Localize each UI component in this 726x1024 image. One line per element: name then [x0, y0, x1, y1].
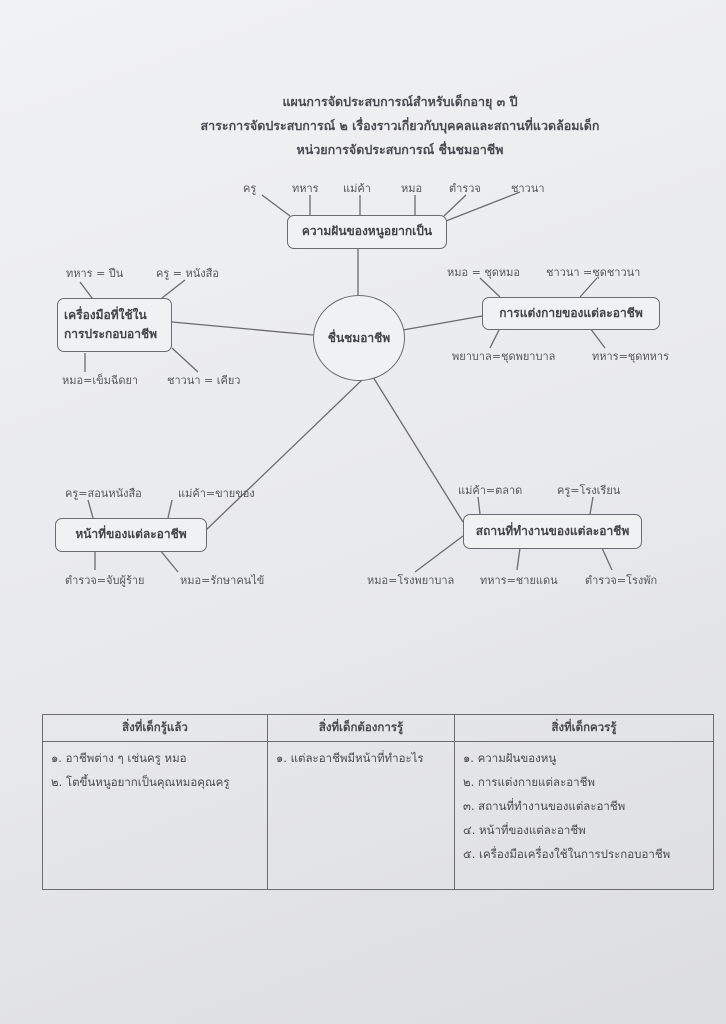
list-item: ๑. อาชีพต่าง ๆ เช่นครู หมอ — [51, 751, 187, 765]
list-item: ๕. เครื่องมือเครื่องใช้ในการประกอบอาชีพ — [463, 847, 671, 861]
left-item: ทหาร = ปืน — [66, 267, 124, 280]
list-item: ๒. การแต่งกายแต่ละอาชีพ — [463, 775, 595, 789]
bottom-right-item: แม่ค้า=ตลาด — [458, 484, 523, 497]
top-item: ทหาร — [292, 182, 319, 195]
branch-duties: หน้าที่ของแต่ละอาชีพ — [55, 518, 207, 552]
top-item: ชาวนา — [511, 182, 545, 195]
known-cell: ๑. อาชีพต่าง ๆ เช่นครู หมอ ๒. โตขึ้นหนูอ… — [42, 741, 268, 890]
header-should-know: สิ่งที่เด็กควรรู้ — [454, 714, 714, 742]
left-item: หมอ=เข็มฉีดยา — [62, 374, 139, 387]
header-want-to-know: สิ่งที่เด็กต้องการรู้ — [267, 714, 455, 742]
document-title: แผนการจัดประสบการณ์สำหรับเด็กอายุ ๓ ปี — [282, 94, 518, 109]
knowledge-table: สิ่งที่เด็กรู้แล้ว สิ่งที่เด็กต้องการรู้… — [42, 714, 714, 890]
bottom-right-item: หมอ=โรงพยาบาล — [367, 574, 455, 587]
top-item: ครู — [243, 182, 257, 195]
right-item: หมอ = ชุดหมอ — [447, 266, 521, 279]
bottom-left-item: ตำรวจ=จับผู้ร้าย — [65, 574, 145, 587]
want-to-know-cell: ๑. แต่ละอาชีพมีหน้าที่ทำอะไร — [267, 741, 455, 890]
list-item: ๑. ความฝันของหนู — [463, 751, 557, 765]
branch-tools-line2: การประกอบอาชีพ — [64, 327, 158, 341]
branch-dreams: ความฝันของหนูอยากเป็น — [287, 215, 447, 249]
right-item: พยาบาล=ชุดพยาบาล — [452, 350, 556, 363]
table-header-row: สิ่งที่เด็กรู้แล้ว สิ่งที่เด็กต้องการรู้… — [42, 714, 714, 742]
top-item: หมอ — [401, 182, 423, 195]
bottom-right-item: ตำรวจ=โรงพัก — [585, 574, 658, 587]
bottom-right-item: ครู=โรงเรียน — [557, 484, 621, 497]
right-item: ชาวนา =ชุดชาวนา — [546, 266, 641, 279]
branch-attire: การแต่งกายของแต่ละอาชีพ — [482, 297, 660, 330]
bottom-left-item: ครู=สอนหนังสือ — [65, 487, 142, 500]
document-subtitle: สาระการจัดประสบการณ์ ๒ เรื่องราวเกี่ยวกั… — [200, 118, 600, 133]
list-item: ๑. แต่ละอาชีพมีหน้าที่ทำอะไร — [276, 751, 424, 765]
list-item: ๔. หน้าที่ของแต่ละอาชีพ — [463, 823, 586, 837]
should-know-cell: ๑. ความฝันของหนู ๒. การแต่งกายแต่ละอาชีพ… — [454, 741, 714, 890]
header-known: สิ่งที่เด็กรู้แล้ว — [42, 714, 268, 742]
top-item: ตำรวจ — [449, 182, 481, 195]
left-item: ครู = หนังสือ — [156, 267, 219, 280]
branch-workplaces: สถานที่ทำงานของแต่ละอาชีพ — [463, 514, 642, 549]
table-row: ๑. อาชีพต่าง ๆ เช่นครู หมอ ๒. โตขึ้นหนูอ… — [42, 741, 714, 890]
branch-tools: เครื่องมือที่ใช้ใน การประกอบอาชีพ — [57, 298, 172, 352]
right-item: ทหาร=ชุดทหาร — [592, 350, 669, 363]
unit-title: หน่วยการจัดประสบการณ์ ชื่นชมอาชีพ — [296, 142, 504, 157]
bottom-right-item: ทหาร=ชายแดน — [480, 574, 558, 587]
bottom-left-item: แม่ค้า=ขายของ — [178, 487, 255, 500]
list-item: ๓. สถานที่ทำงานของแต่ละอาชีพ — [463, 799, 626, 813]
left-item: ชาวนา = เคียว — [167, 374, 241, 387]
bottom-left-item: หมอ=รักษาคนไข้ — [180, 574, 265, 587]
branch-tools-line1: เครื่องมือที่ใช้ใน — [64, 307, 147, 322]
top-item: แม่ค้า — [343, 182, 371, 195]
list-item: ๒. โตขึ้นหนูอยากเป็นคุณหมอคุณครู — [51, 775, 230, 789]
mindmap-center-node: ชื่นชมอาชีพ — [313, 295, 405, 381]
